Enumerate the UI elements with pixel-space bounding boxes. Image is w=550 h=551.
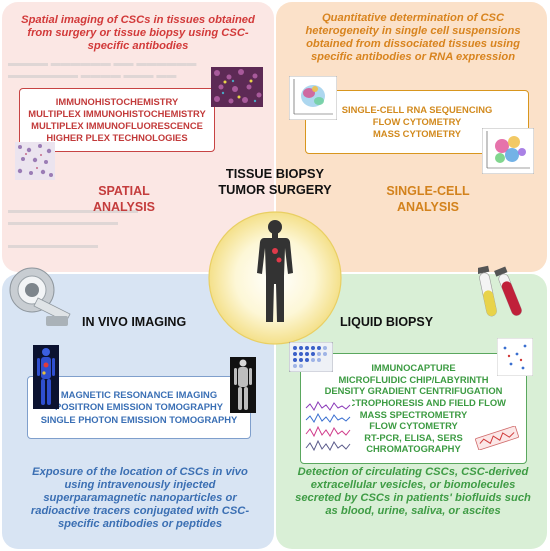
center-title: TISSUE BIOPSY TUMOR SURGERY	[200, 166, 350, 198]
technique-item: MULTIPLEX IMMUNOFLUORESCENCE	[31, 120, 203, 131]
microfluidic-chip-icon	[475, 426, 519, 450]
technique-item: MASS CYTOMETRY	[372, 128, 462, 140]
spatial-heading: SPATIAL ANALYSIS	[84, 183, 164, 215]
technique-item: IMMUNOCAPTURE	[371, 362, 456, 374]
technique-item: IMMUNOHISTOCHEMISTRY	[55, 95, 179, 107]
microplate-icon	[289, 342, 333, 372]
ghost-text: ▬▬▬▬▬▬▬▬▬	[8, 240, 98, 251]
tissue-section-icon	[15, 142, 55, 180]
technique-item: HIGHER PLEX TECHNOLOGIES	[46, 132, 188, 144]
technique-item: CHROMATOGRAPHY	[366, 443, 461, 455]
heading-line: SPATIAL	[98, 184, 150, 198]
technique-item: SINGLE PHOTON EMISSION TOMOGRAPHY	[40, 413, 238, 425]
ghost-text: ▬▬▬▬▬▬▬ ▬▬▬▬ ▬▬▬ ▬▬	[8, 70, 177, 81]
in-vivo-heading: IN VIVO IMAGING	[82, 315, 187, 329]
mri-scanner-icon	[9, 267, 71, 326]
liquid-biopsy-heading: LIQUID BIOPSY	[340, 315, 434, 329]
mri-body-scan-icon	[230, 357, 256, 413]
cluster-plot-icon	[482, 128, 534, 174]
technique-item: POSITRON EMISSION TOMOGRAPHY	[54, 401, 224, 413]
in-vivo-description: Exposure of the location of CSCs in vivo…	[30, 466, 250, 530]
liquid-biopsy-description: Detection of circulating CSCs, CSC-deriv…	[295, 466, 531, 517]
technique-item: MAGNETIC RESONANCE IMAGING	[60, 389, 218, 401]
single-cell-heading: SINGLE-CELL ANALYSIS	[378, 183, 478, 215]
heading-line: ANALYSIS	[396, 200, 460, 214]
heading-line: SINGLE-CELL	[386, 184, 470, 198]
blood-tubes-icon	[478, 265, 522, 317]
ghost-text: ▬▬▬▬▬▬▬▬▬▬▬▬▬	[8, 205, 138, 216]
technique-item: FLOW CYTOMETRY	[372, 115, 462, 127]
center-title-line: TISSUE BIOPSY	[225, 166, 325, 181]
technique-item: MICROFLUIDIC CHIP/LABYRINTH	[338, 373, 489, 385]
technique-item: SINGLE-CELL RNA SEQUENCING	[341, 103, 493, 115]
heading-line: ANALYSIS	[92, 200, 156, 214]
technique-item: RT-PCR, ELISA, SERS	[364, 431, 463, 443]
in-vivo-techniques-box: MAGNETIC RESONANCE IMAGING POSITRON EMIS…	[27, 376, 251, 439]
single-cell-description: Quantitative determination of CSC hetero…	[305, 12, 521, 63]
ghost-text: ▬▬▬▬ ▬▬▬▬▬▬ ▬▬ ▬▬▬▬▬▬	[8, 58, 197, 69]
ghost-text: ▬▬▬▬▬▬▬▬▬▬▬	[8, 217, 118, 228]
spatial-description: Spatial imaging of CSCs in tissues obtai…	[21, 14, 255, 52]
dot-blot-icon	[497, 338, 533, 376]
spatial-techniques-box: IMMUNOHISTOCHEMISTRY MULTIPLEX IMMUNOHIS…	[19, 88, 215, 152]
technique-item: DIELECTROPHORESIS AND FIELD FLOW	[320, 396, 507, 408]
spectrum-chart-icon	[304, 396, 352, 458]
technique-item: DENSITY GRADIENT CENTRIFUGATION	[324, 385, 503, 397]
tsne-plot-icon	[289, 76, 337, 120]
histology-image-icon	[211, 67, 263, 107]
pet-body-scan-icon	[33, 345, 59, 409]
technique-item: MULTIPLEX IMMUNOHISTOCHEMISTRY	[28, 107, 206, 119]
center-title-line: TUMOR SURGERY	[218, 182, 332, 197]
human-figure-icon	[257, 220, 293, 322]
technique-item: FLOW CYTOMETRY	[369, 420, 458, 432]
technique-item: MASS SPECTROMETRY	[359, 408, 468, 420]
